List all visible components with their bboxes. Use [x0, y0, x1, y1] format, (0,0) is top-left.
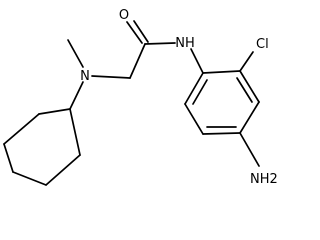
chemical-structure-diagram: O NH Cl N NH2	[3, 8, 278, 187]
bond-ring-to-chlorine	[239, 51, 254, 72]
bond-bz-inner-3	[192, 79, 208, 105]
bond-cy-4-5	[12, 171, 47, 186]
bond-bz-3-4	[239, 101, 260, 134]
bond-bz-inner-1	[236, 77, 253, 103]
bond-ring-to-amine-n	[69, 81, 84, 110]
amine-nitrogen-bonds	[67, 39, 131, 110]
benzene-ring	[184, 70, 260, 135]
bond-cy-3-4	[3, 143, 14, 173]
cyclohexane-ring	[3, 108, 81, 186]
amide-group	[126, 20, 204, 79]
bond-bz-1-2	[202, 70, 241, 74]
bond-cy-5-6	[45, 154, 81, 186]
amino-group-label: NH2	[250, 172, 278, 187]
amide-nitrogen-label: NH	[175, 36, 195, 51]
bond-carbonyl-double-a	[126, 21, 143, 44]
chlorine-label: Cl	[256, 37, 269, 52]
bond-carbonyl-to-amide-n	[144, 42, 176, 45]
ring-substituents	[239, 51, 260, 167]
bond-bz-4-5	[202, 132, 241, 135]
bond-amine-n-to-ch2	[91, 75, 131, 79]
bond-ch2-to-carbonyl	[129, 43, 146, 79]
bond-amide-n-to-ring	[190, 48, 204, 74]
bond-bz-2-3	[239, 70, 260, 103]
bond-cy-6-1	[69, 108, 81, 156]
bond-bz-5-6	[184, 103, 204, 135]
bond-cy-2-3	[3, 113, 40, 145]
bond-cy-1-2	[38, 108, 71, 115]
oxygen-label: O	[119, 8, 129, 23]
bond-carbonyl-double-b	[133, 20, 149, 43]
bond-amine-n-to-methyl	[67, 39, 84, 68]
amine-nitrogen-label: N	[80, 69, 90, 84]
bond-bz-6-1	[184, 72, 204, 105]
bond-ring-to-amino	[239, 132, 260, 167]
